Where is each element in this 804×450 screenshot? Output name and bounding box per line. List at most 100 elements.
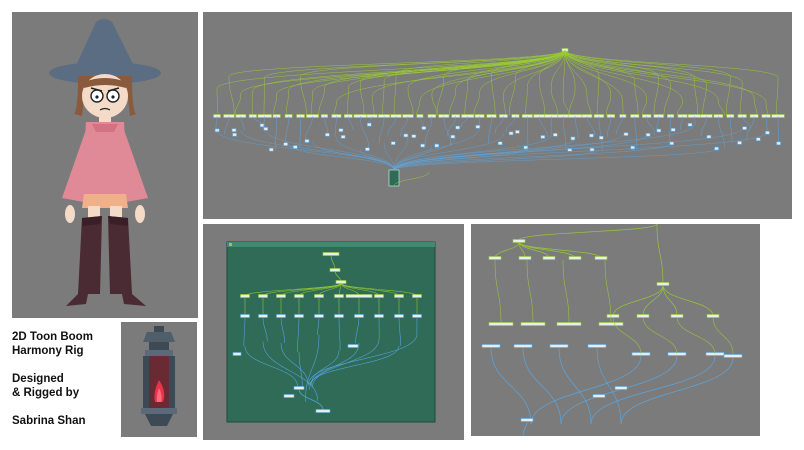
- node-wire: [564, 49, 767, 103]
- node-wire: [730, 115, 733, 143]
- node-wire: [262, 115, 265, 129]
- node-wire: [309, 345, 400, 386]
- node-wire: [550, 49, 566, 88]
- node-wire: [400, 115, 409, 137]
- node-wire: [539, 49, 566, 78]
- node-wire: [280, 316, 285, 343]
- node-chip: [518, 256, 532, 260]
- node-wire: [606, 115, 612, 138]
- node-wire: [676, 316, 716, 355]
- node-wire: [371, 96, 375, 117]
- node-wire: [240, 115, 245, 131]
- node-wire: [739, 82, 743, 117]
- node-wire: [564, 49, 707, 85]
- node-view-group[interactable]: [203, 224, 464, 440]
- node-wire: [718, 115, 725, 149]
- node-wire: [333, 102, 337, 117]
- node-chip: [269, 147, 274, 152]
- node-wire: [359, 115, 370, 150]
- node-wire: [393, 149, 600, 171]
- node-wire: [491, 49, 566, 75]
- node-wire: [298, 388, 324, 411]
- node-chip: [488, 256, 502, 260]
- node-wire: [393, 136, 456, 171]
- node-chip: [481, 344, 501, 348]
- node-chip: [599, 135, 604, 140]
- node-wire: [612, 284, 664, 317]
- group-backdrop: [226, 241, 436, 423]
- node-wire: [522, 347, 562, 425]
- node-chip: [513, 344, 533, 348]
- node-wire: [224, 115, 230, 135]
- node-wire: [407, 87, 414, 117]
- node-wire: [395, 49, 566, 75]
- node-wire: [398, 316, 401, 346]
- node-wire: [449, 88, 456, 117]
- node-wire: [393, 124, 695, 171]
- node-wire: [393, 128, 743, 171]
- node-wire: [653, 76, 659, 117]
- node-wire: [596, 75, 600, 117]
- node-wire: [264, 49, 566, 78]
- node-wire: [564, 49, 659, 77]
- node-wire: [383, 143, 395, 171]
- node-wire: [530, 355, 642, 425]
- node-wire: [564, 49, 671, 84]
- node-wire: [297, 316, 300, 352]
- node-wire: [393, 132, 767, 171]
- node-wire: [518, 241, 550, 259]
- node-graph-overview: [213, 48, 785, 187]
- node-wire: [606, 94, 612, 117]
- node-chip: [589, 147, 595, 152]
- node-wire: [359, 82, 365, 117]
- node-chip: [232, 352, 242, 356]
- node-chip: [552, 133, 558, 137]
- node-chip: [630, 145, 635, 150]
- node-wire: [273, 94, 277, 117]
- node-wire: [494, 115, 504, 134]
- node-wire: [562, 97, 570, 117]
- node-view-overview[interactable]: [203, 12, 792, 219]
- node-wire: [355, 316, 360, 344]
- node-wire: [262, 316, 268, 342]
- node-chip: [598, 322, 624, 326]
- node-wire: [334, 115, 337, 137]
- node-wire: [712, 316, 734, 355]
- node-wire: [564, 49, 743, 83]
- node-wire: [620, 357, 734, 425]
- node-chip: [669, 141, 674, 146]
- node-wire: [562, 115, 567, 150]
- node-wire: [443, 49, 566, 77]
- node-wire: [564, 49, 755, 98]
- node-view-detail[interactable]: [471, 224, 760, 436]
- node-wire: [558, 347, 592, 425]
- node-wire: [525, 87, 528, 117]
- node-wire: [746, 115, 755, 140]
- node-wire: [560, 355, 678, 425]
- node-wire: [491, 74, 496, 117]
- node-chip: [450, 134, 456, 139]
- node-wire: [503, 95, 506, 117]
- node-wire: [488, 115, 492, 144]
- caption-line: Sabrina Shan: [12, 415, 86, 427]
- node-chip: [737, 141, 742, 145]
- node-wire: [419, 49, 566, 101]
- node-wire: [308, 333, 418, 385]
- node-wire: [288, 144, 395, 171]
- node-wire: [263, 77, 265, 117]
- node-wire: [612, 316, 642, 355]
- node-wire: [586, 115, 595, 136]
- node-chip: [623, 132, 629, 136]
- node-wire: [700, 115, 707, 137]
- node-wire: [550, 87, 559, 117]
- node-wire: [312, 140, 395, 171]
- node-wire: [419, 115, 425, 129]
- group-node-graph: [226, 241, 436, 423]
- node-wire: [336, 136, 395, 171]
- node-chip: [756, 137, 761, 142]
- node-wire: [564, 49, 588, 97]
- node-wire: [776, 77, 779, 117]
- node-chip: [515, 130, 520, 134]
- node-wire: [518, 241, 602, 259]
- node-chip: [776, 141, 781, 146]
